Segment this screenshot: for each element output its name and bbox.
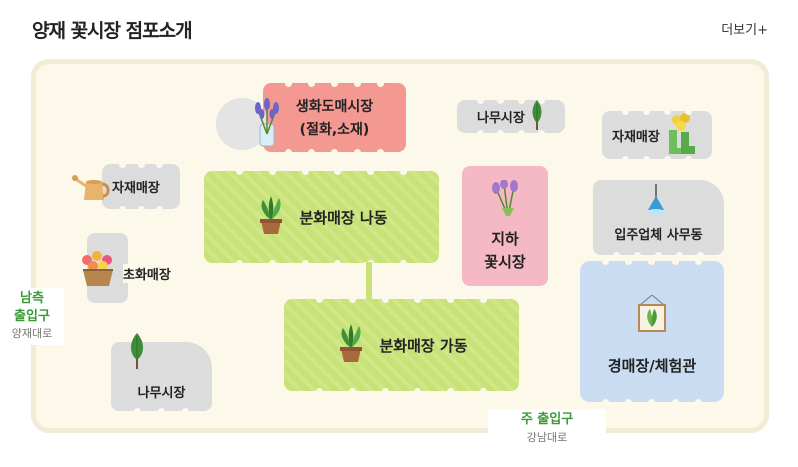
main-entrance-label: 주 출입구 (520, 412, 574, 427)
store-auction-label: 경매장/체험관 (607, 357, 697, 375)
store-underground-line1: 지하 (491, 230, 519, 248)
store-underground-line2: 꽃시장 (484, 253, 526, 271)
store-underground-flower-market[interactable]: 지하 꽃시장 (462, 166, 548, 286)
potted-plant-icon (335, 322, 367, 368)
potted-plant-icon (255, 194, 287, 240)
store-supplies-right[interactable]: 자재매장 (602, 108, 712, 163)
store-tree-market-bottom[interactable]: 나무시장 (111, 333, 212, 415)
store-tenant-office[interactable]: 입주업체 사무동 (593, 180, 724, 259)
store-tree-market-bottom-label: 나무시장 (137, 386, 186, 401)
store-cut-flower-line1: 생화도매시장 (295, 99, 374, 115)
store-herb-shop-label: 초화매장 (123, 264, 171, 283)
main-entrance: 주 출입구 강남대로 (488, 409, 606, 451)
store-cut-flower-line2: (절화,소재) (299, 122, 370, 138)
store-potted-na[interactable]: 분화매장 나동 (204, 168, 439, 267)
lavender-bouquet-icon (214, 94, 284, 154)
store-auction-hall[interactable]: 경매장/체험관 (580, 258, 724, 406)
store-potted-na-label: 분화매장 나동 (299, 208, 388, 227)
ceiling-lamp-icon (643, 184, 669, 222)
store-cut-flower[interactable]: 생화도매시장 (절화,소재) (263, 80, 406, 156)
south-entrance-road: 양재대로 (11, 327, 53, 341)
store-tree-market-top[interactable]: 나무시장 (457, 97, 565, 137)
framed-plant-icon (636, 294, 668, 337)
flower-bundle-icon (488, 179, 522, 224)
main-entrance-road: 강남대로 (526, 430, 568, 444)
south-entrance: 남측 출입구 양재대로 (0, 288, 64, 346)
building-connector (364, 262, 374, 300)
flower-boots-icon (663, 110, 697, 160)
store-tree-market-top-label: 나무시장 (477, 111, 525, 126)
more-link[interactable]: 더보기+ (721, 23, 768, 38)
page-title: 양재 꽃시장 점포소개 (32, 20, 193, 42)
store-potted-ga-label: 분화매장 가동 (379, 336, 468, 355)
south-entrance-line1: 남측 (20, 291, 44, 306)
store-tenant-office-label: 입주업체 사무동 (614, 228, 703, 243)
tree-icon (127, 332, 147, 374)
store-potted-ga[interactable]: 분화매장 가동 (284, 296, 519, 395)
store-supplies-right-label: 자재매장 (612, 129, 660, 145)
watering-can-icon (72, 170, 112, 204)
flower-basket-icon (75, 250, 121, 288)
store-supplies-left-label: 자재매장 (112, 181, 160, 196)
store-supplies-left[interactable]: 자재매장 (102, 161, 180, 213)
south-entrance-line2: 출입구 (14, 308, 50, 324)
tree-icon (529, 99, 545, 135)
